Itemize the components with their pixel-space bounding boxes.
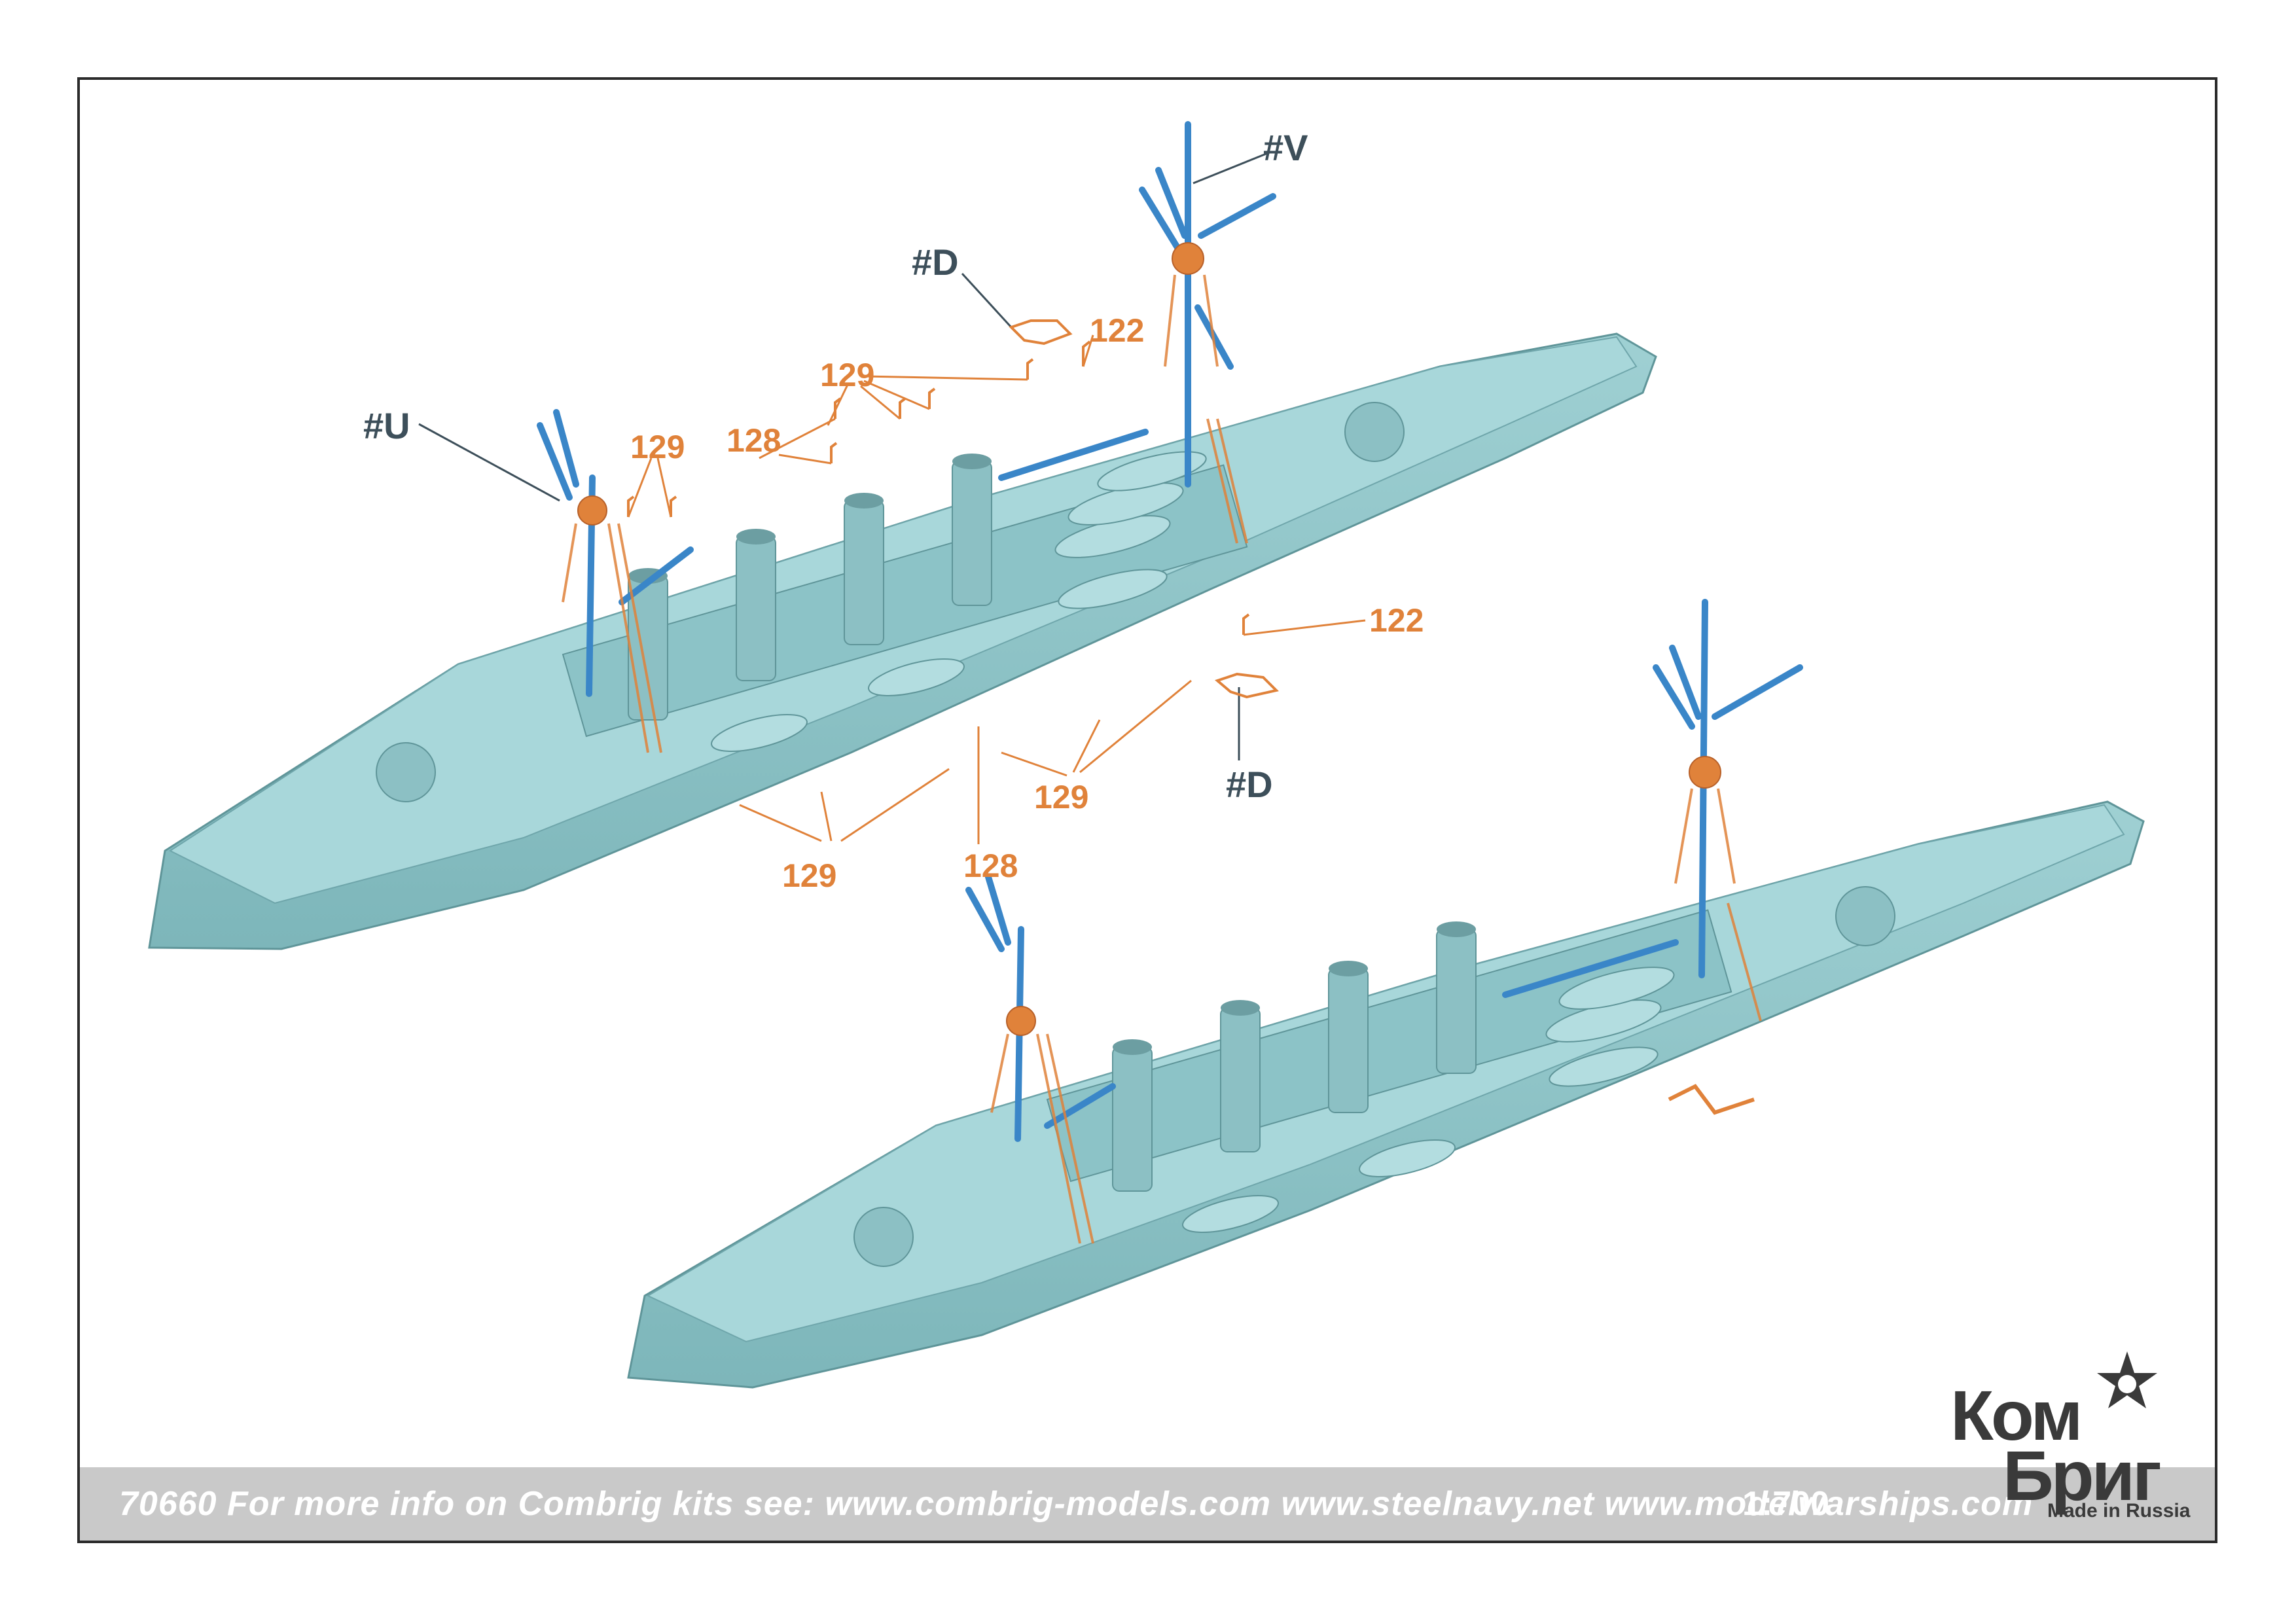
callout-part-129-boatdeck: 129 [820, 357, 874, 393]
callout-mast-u: #U [363, 405, 410, 446]
upper-ship-fore-mast [537, 409, 694, 697]
callout-part-128-boatdeck: 128 [726, 422, 781, 459]
callout-ladder-d-lower: #D [1226, 764, 1273, 805]
upper-ship-funnels [628, 454, 992, 721]
leader-lines [418, 151, 1366, 844]
lower-ship-main-mast [1502, 599, 1803, 998]
star-icon [2097, 1351, 2157, 1408]
callout-part-122-upper: 122 [1090, 312, 1144, 349]
made-in-russia-label: Made in Russia [2047, 1500, 2191, 1522]
callout-ladder-d-upper: #D [912, 241, 959, 283]
callout-labels: #U #V #D #D 129 129 128 122 122 129 129 … [363, 127, 1424, 894]
callout-part-128-side: 128 [963, 847, 1018, 884]
footer-info-text: 70660 For more info on Combrig kits see:… [119, 1485, 2034, 1523]
footer-band: 70660 For more info on Combrig kits see:… [80, 1467, 2215, 1541]
callout-part-122-side: 122 [1369, 602, 1424, 639]
photo-etch-parts [627, 319, 1279, 699]
scale-label: 1:700 [1742, 1485, 1829, 1523]
upper-ship-view [148, 121, 1657, 950]
callout-mast-v: #V [1263, 127, 1308, 168]
callout-part-129-fore: 129 [630, 429, 685, 465]
callout-part-129-side-fore: 129 [782, 857, 836, 894]
lower-ship-view [627, 599, 2145, 1389]
lower-ship-funnels [1112, 921, 1477, 1192]
callout-part-129-side-aft: 129 [1034, 779, 1088, 815]
logo-text-bottom: Бриг [2003, 1436, 2162, 1515]
combrig-logo: Ком Бриг Made in Russia [1943, 1348, 2217, 1544]
logo-text-top: Ком [1950, 1376, 2083, 1455]
